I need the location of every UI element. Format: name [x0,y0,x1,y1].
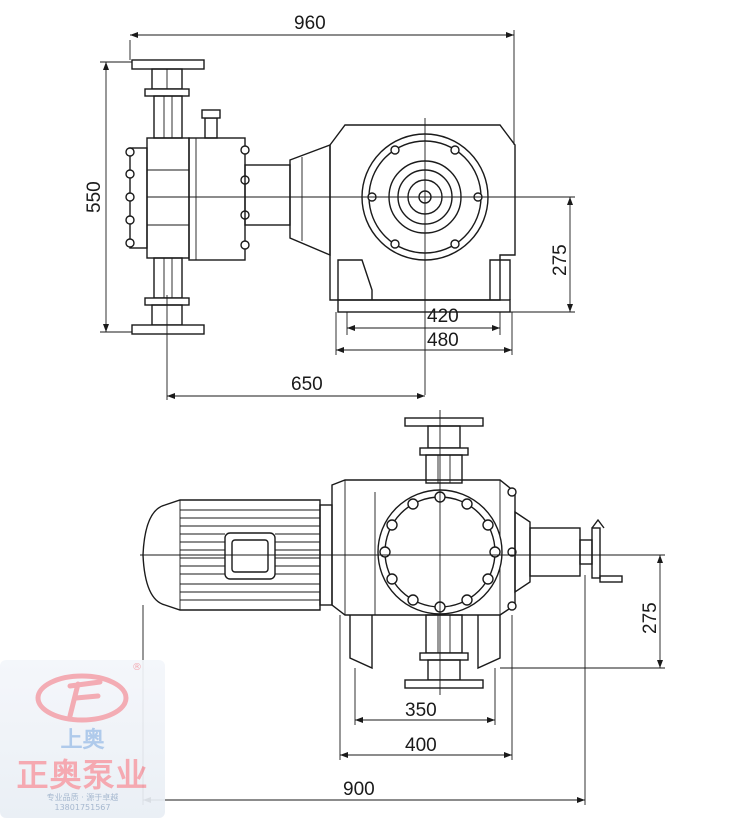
bottom-dimensions: 275 350 400 900 [143,555,665,803]
motor-fins [180,509,320,601]
dim-top-width: 960 [294,13,326,34]
top-dimensions: 960 550 275 420 480 650 [84,13,575,399]
company-logo: ® 上奥 正奥泵业 专业品质 · 源于卓越 13801751567 [0,660,165,818]
dim-bottom-total: 900 [343,779,375,800]
dim-bottom-base-inner: 350 [405,700,437,721]
dim-top-base-inner: 420 [427,306,459,327]
disc-bolts [379,491,501,613]
left-bolts [125,147,135,248]
logo-registered-mark: ® [132,662,142,673]
logo-line1: 上奥 [60,728,105,753]
dim-top-offset: 650 [291,374,323,395]
dim-top-base-outer: 480 [427,330,459,351]
logo-line2: 正奥泵业 [16,756,149,794]
logo-phone: 13801751567 [54,803,111,812]
dim-top-center-height: 275 [550,244,571,276]
dim-bottom-base-outer: 400 [405,735,437,756]
top-view [125,30,575,400]
logo-mark-icon [35,673,129,723]
dim-top-height: 550 [84,181,105,213]
bottom-view [140,410,665,805]
dim-bottom-center-height: 275 [640,602,661,634]
logo-slogan: 专业品质 · 源于卓越 [46,793,119,802]
